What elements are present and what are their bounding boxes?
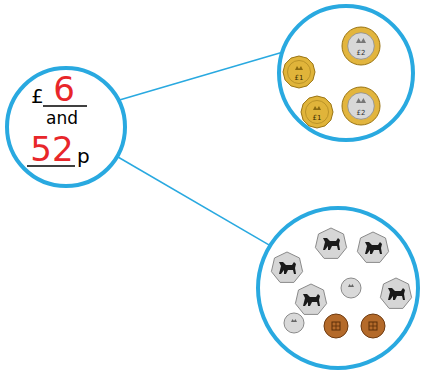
pound-coins-circle: £1 £2 £2 £1 [277, 4, 415, 142]
coin-value: £1 [295, 75, 304, 82]
pound-sign: £ [31, 86, 44, 106]
connector-line [119, 52, 283, 100]
coin-value: £2 [357, 50, 366, 57]
coin-value: £1 [313, 115, 322, 122]
coin-value: £2 [357, 110, 366, 117]
pence-sign: p [77, 146, 90, 166]
pence-answer: 52 [30, 132, 73, 166]
and-word: and [46, 110, 78, 127]
pence-coins-circle [256, 206, 420, 370]
connector-line [117, 157, 270, 246]
amount-circle: £6 and 52p [5, 66, 127, 188]
circle-art [256, 206, 420, 370]
circle-art [277, 4, 415, 142]
pounds-answer: 6 [53, 72, 75, 106]
